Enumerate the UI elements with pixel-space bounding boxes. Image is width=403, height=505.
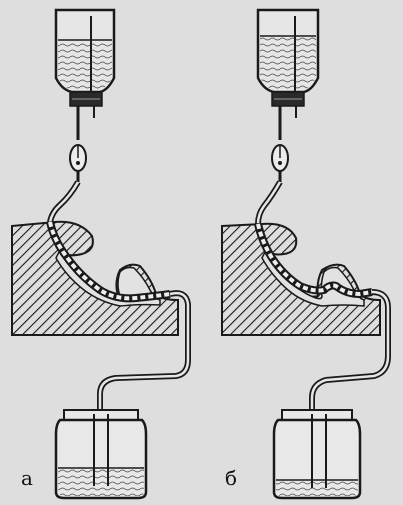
supply-bottle-b	[256, 8, 320, 182]
collection-jar-b	[272, 409, 362, 500]
supply-bottle-a	[54, 8, 116, 182]
panel-label-b: б	[225, 466, 238, 490]
panel-a	[11, 8, 191, 500]
panel-b	[221, 8, 391, 500]
tissue-b	[221, 222, 381, 336]
tissue-a	[11, 220, 179, 336]
panel-label-a: а	[21, 466, 33, 490]
collection-jar-a	[54, 409, 148, 500]
